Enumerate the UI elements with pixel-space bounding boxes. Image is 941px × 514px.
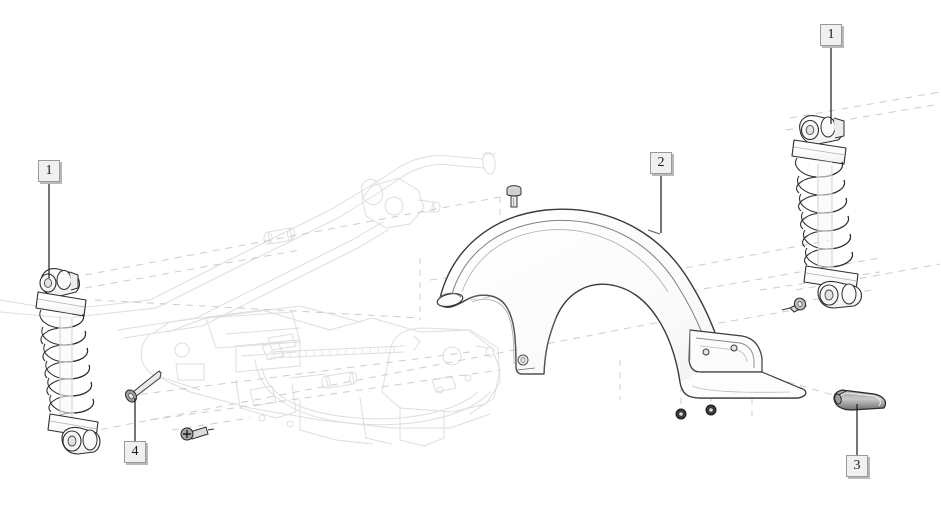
part-pivot-pin <box>124 370 162 403</box>
part-rear-fender <box>436 208 807 399</box>
callout-box-2[interactable]: 2 <box>650 152 672 174</box>
part-shock-absorber-right <box>791 115 863 309</box>
fastener-bolt-right <box>781 297 807 313</box>
callout-box-3[interactable]: 3 <box>846 455 868 477</box>
fastener-screw-top-center <box>506 185 522 208</box>
fastener-nut-a <box>675 408 687 420</box>
ghost-frame-assembly <box>0 151 501 447</box>
callout-box-1-right[interactable]: 1 <box>820 24 842 46</box>
fastener-screw-lower-left <box>180 426 215 441</box>
fastener-nut-b <box>705 404 717 416</box>
part-shock-absorber-left <box>35 268 101 455</box>
callout-box-4[interactable]: 4 <box>124 441 146 463</box>
part-reflector-trim <box>833 389 887 411</box>
callout-box-1-left[interactable]: 1 <box>38 160 60 182</box>
callout-leader-lines <box>48 46 858 455</box>
